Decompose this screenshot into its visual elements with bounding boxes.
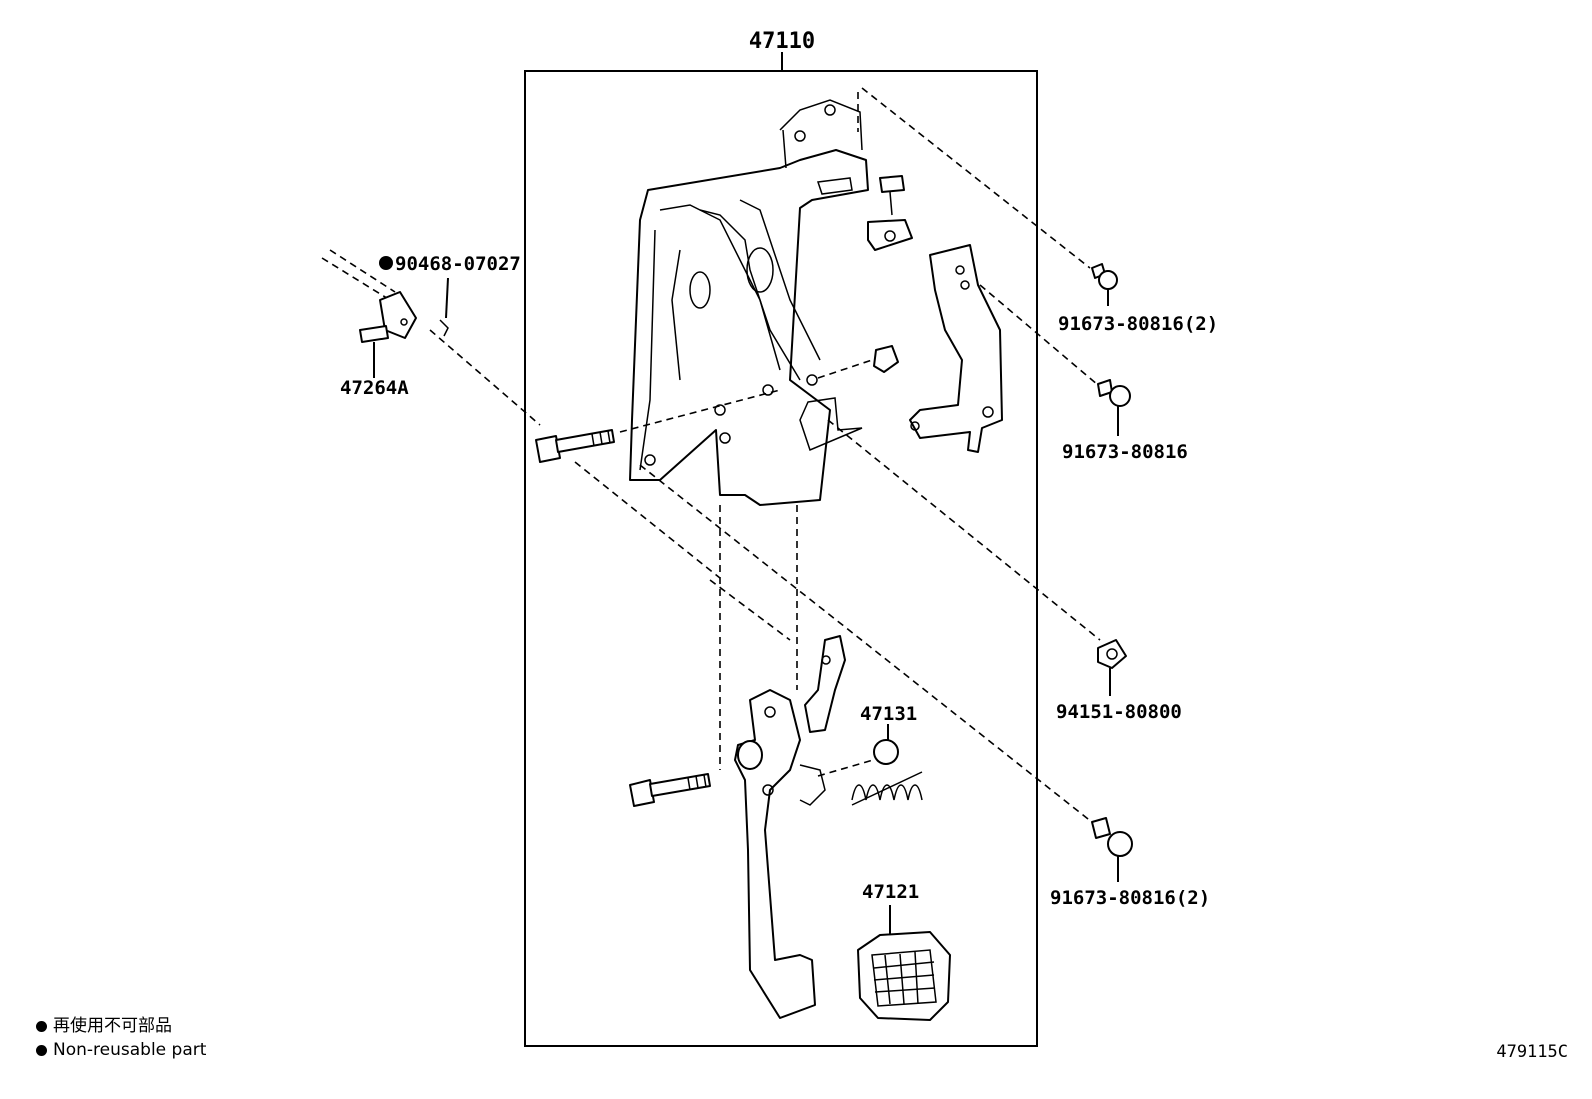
pivot-bolt-lower: [629, 773, 711, 807]
pivot-bolt-upper: [535, 429, 615, 463]
bolt-top-label: 91673-80816(2): [1058, 313, 1218, 335]
bullet-icon: [36, 1020, 47, 1032]
dashed-leaders: [321, 87, 1103, 831]
bolt-top-part: [1091, 263, 1118, 306]
pedal-arm: [734, 635, 846, 1019]
figure-id: 479115C: [1496, 1042, 1568, 1062]
bullet-icon: [36, 1044, 47, 1056]
stop-bolt-and-clip: [867, 175, 913, 251]
legend-jp-text: 再使用不可部品: [53, 1016, 172, 1036]
pad-label: 47121: [862, 881, 919, 903]
pivot-nut: [873, 345, 899, 373]
spring-label: 47131: [860, 703, 917, 725]
bolt-bottom-part: [1091, 817, 1133, 882]
support-bracket: [909, 244, 1003, 453]
pin-label: 47264A: [340, 377, 409, 399]
bolt-mid-part: [1097, 379, 1131, 436]
legend-row-en: Non-reusable part: [36, 1038, 206, 1062]
clip-leader: [445, 277, 449, 319]
non-reusable-marker: [379, 256, 393, 270]
pedal-bracket: [629, 99, 869, 506]
legend-en-text: Non-reusable part: [53, 1040, 207, 1060]
assembly-number-label: 47110: [749, 29, 815, 54]
clip-label: 90468-07027: [395, 253, 521, 275]
bolt-bottom-label: 91673-80816(2): [1050, 887, 1210, 909]
clevis-pin-group: [359, 291, 449, 343]
nut-part: [1097, 639, 1127, 696]
legend: 再使用不可部品 Non-reusable part: [36, 1014, 206, 1062]
bolt-mid-label: 91673-80816: [1062, 441, 1188, 463]
nut-label: 94151-80800: [1056, 701, 1182, 723]
assist-spring: [851, 724, 923, 806]
legend-row-jp: 再使用不可部品: [36, 1014, 206, 1038]
pedal-pad: [857, 905, 951, 1021]
